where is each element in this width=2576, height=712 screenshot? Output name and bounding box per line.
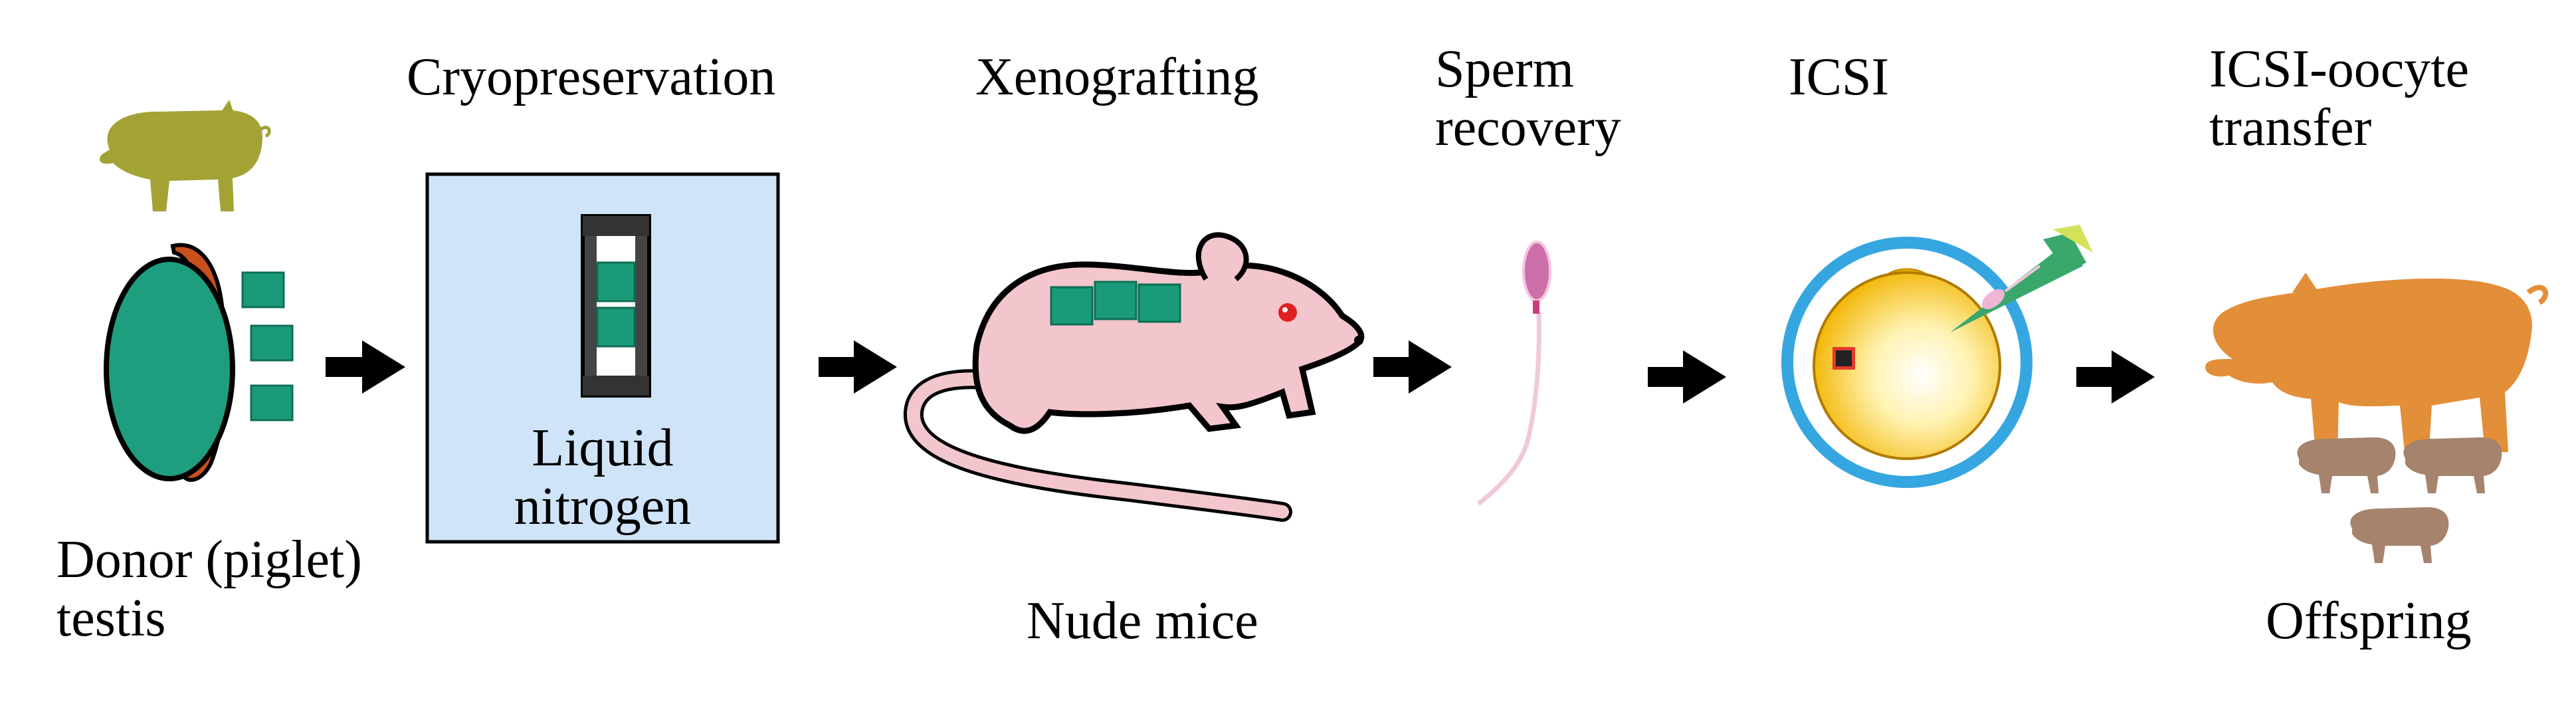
- donor-label-line2: testis: [56, 589, 166, 648]
- cryo-inner-label: Liquid nitrogen: [494, 419, 712, 536]
- offspring-piglet-icon: [2403, 437, 2502, 493]
- sperm-title-line2: recovery: [1435, 98, 1621, 157]
- icsi-micropipette-icon: [1950, 225, 2093, 332]
- xeno-caption: Nude mice: [1027, 592, 1258, 650]
- cryo-title: Cryopreservation: [407, 48, 776, 106]
- donor-label-line1: Donor (piglet): [56, 531, 362, 589]
- arrow-icon: [1648, 350, 1726, 404]
- icsi-title: ICSI: [1789, 48, 1890, 106]
- nude-mouse-icon: [903, 232, 1365, 522]
- transfer-title-line2: transfer: [2209, 98, 2372, 157]
- icsi-oocyte-icon: [1781, 237, 2032, 488]
- xeno-title: Xenografting: [975, 48, 1259, 106]
- donor-label: Donor (piglet) testis: [56, 531, 362, 648]
- transfer-title-line1: ICSI-oocyte: [2209, 40, 2470, 98]
- recipient-sow-icon: [2205, 273, 2549, 459]
- arrow-icon: [326, 340, 405, 394]
- cryo-inner-line2: nitrogen: [514, 477, 692, 536]
- offspring-caption: Offspring: [2266, 592, 2472, 650]
- arrow-icon: [819, 340, 897, 394]
- transfer-title: ICSI-oocyte transfer: [2209, 40, 2469, 157]
- cryo-box: [425, 172, 780, 544]
- arrow-icon: [1373, 340, 1452, 394]
- sperm-title: Sperm recovery: [1435, 40, 1621, 157]
- sperm-icon: [1476, 241, 1551, 506]
- donor-piglet-icon: [100, 100, 271, 211]
- sperm-title-line1: Sperm: [1435, 40, 1574, 98]
- cryo-inner-line1: Liquid: [532, 419, 674, 477]
- testis-tissue-fragments: [241, 271, 294, 421]
- arrow-icon: [2076, 350, 2155, 404]
- offspring-piglet-icon: [2350, 507, 2449, 563]
- offspring-piglet-icon: [2297, 437, 2396, 493]
- testis-icon: [104, 243, 235, 482]
